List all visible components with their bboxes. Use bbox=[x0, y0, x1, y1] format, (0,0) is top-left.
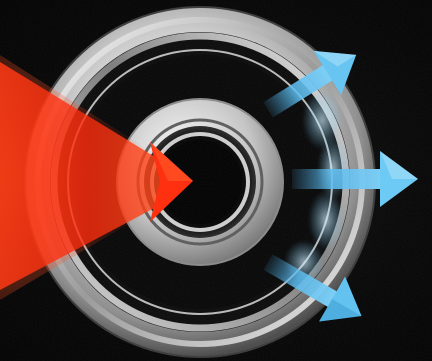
heat-exchange-illustration bbox=[0, 0, 432, 361]
illustration-canvas bbox=[0, 0, 432, 361]
